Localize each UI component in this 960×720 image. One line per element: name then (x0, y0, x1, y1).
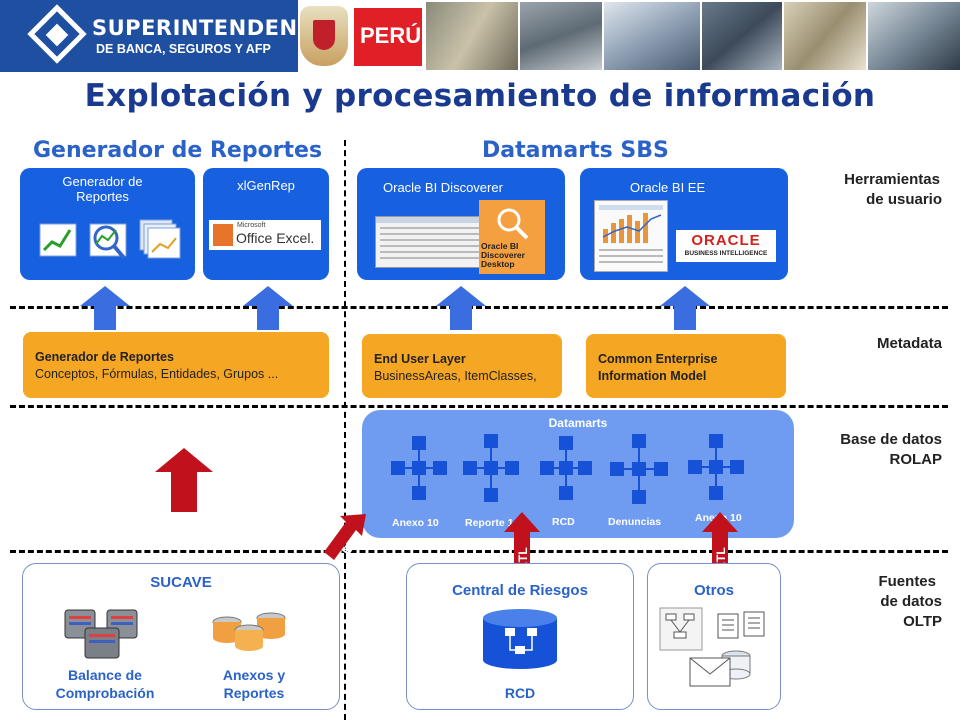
etl-arrow-diagonal-icon: ETL (324, 514, 366, 560)
layer-label-tools: Herramientas de usuario (780, 170, 942, 210)
metadata-cem-title: Common Enterprise (598, 352, 718, 366)
layer-rolap-line2: ROLAP (889, 451, 943, 468)
banner-photo-documents (784, 2, 866, 70)
tool-box-generador[interactable]: Generador de Reportes (20, 168, 195, 280)
tool-box-discoverer[interactable]: Oracle BI Discoverer Oracle BI Discovere… (357, 168, 565, 280)
separator-metadata-rolap (10, 405, 948, 408)
source-label-anexos: Anexos y Reportes (195, 666, 313, 702)
database-cylinders-icon (212, 612, 286, 651)
tool-box-xlgenrep[interactable]: xlGenRep Microsoft Office Excel. (203, 168, 329, 280)
source-anexos-line1: Anexos y (222, 667, 286, 683)
dashboard-chart-icon (599, 205, 663, 263)
layer-oltp-line2: de datos (880, 593, 942, 610)
office-logo-text: Office Excel. (236, 230, 315, 246)
office-excel-logo: Microsoft Office Excel. (209, 220, 321, 250)
up-arrow-discoverer-icon (436, 286, 486, 330)
metadata-eul-title: End User Layer (374, 352, 466, 366)
layer-oltp-line3: OLTP (903, 613, 942, 630)
page-title: Explotación y procesamiento de informaci… (84, 78, 876, 114)
metadata-eul-detail: BusinessAreas, ItemClasses, (374, 369, 537, 383)
up-arrow-xlgenrep-icon (243, 286, 293, 330)
datamarts-title: Datamarts (548, 416, 608, 430)
source-balance-line1: Balance de (68, 667, 142, 683)
source-box-otros[interactable]: Otros (647, 563, 781, 710)
oracle-bi-logo: ORACLE BUSINESS INTELLIGENCE (676, 230, 776, 262)
banner-photo-cards (426, 2, 518, 70)
coat-of-arms-shield-icon (313, 20, 335, 50)
source-label-rcd: RCD (504, 685, 536, 701)
separator-tools-metadata (10, 306, 948, 309)
peru-badge-text: PERÚ (360, 23, 422, 48)
section-heading-generador: Generador de Reportes (33, 138, 323, 163)
section-heading-datamarts: Datamarts SBS (482, 138, 669, 163)
metadata-generador-detail: Conceptos, Fórmulas, Entidades, Grupos .… (35, 367, 279, 381)
source-title-sucave: SUCAVE (150, 574, 212, 591)
layer-rolap-line1: Base de datos (840, 431, 942, 448)
layer-tools-line1: Herramientas (844, 171, 940, 188)
office-logo-icon (213, 224, 233, 246)
metadata-cem-title2: Information Model (598, 369, 707, 383)
layer-metadata-line1: Metadata (876, 335, 942, 352)
oracle-logo-text: ORACLE (691, 232, 761, 249)
banner-photo-building (520, 2, 602, 70)
banner-photo-card-terminal (868, 2, 960, 70)
metadata-box-cem[interactable]: Common Enterprise Information Model (586, 334, 786, 398)
magnifier-icon (497, 208, 529, 240)
discoverer-product-image: Oracle BI Discoverer Desktop (479, 200, 545, 274)
oracle-logo-subtext: BUSINESS INTELLIGENCE (684, 250, 768, 257)
datamart-label-reporte14: Reporte 14 (465, 517, 520, 529)
source-box-sucave[interactable]: SUCAVE Balance de Comprobación Anexos y … (22, 563, 340, 710)
report-chart-icons (39, 219, 181, 260)
banner-photo-people (702, 2, 782, 70)
datamart-label-denuncias: Denuncias (608, 516, 662, 528)
layer-oltp-line1: Fuentes (878, 573, 936, 590)
obiee-dashboard-screenshot (594, 200, 668, 272)
source-title-central: Central de Riesgos (452, 582, 588, 599)
layer-label-rolap: Base de datos ROLAP (780, 430, 942, 470)
separator-rolap-oltp (10, 550, 948, 553)
tool-label-obiee: Oracle BI EE (630, 180, 706, 195)
layer-label-metadata: Metadata (780, 334, 942, 354)
peru-badge: PERÚ (354, 8, 422, 66)
datamart-star-schemas (391, 434, 744, 504)
source-label-balance: Balance de Comprobación (37, 666, 173, 702)
source-balance-line2: Comprobación (55, 685, 155, 701)
central-database-icon (483, 609, 557, 669)
tool-label-generador: Generador de Reportes (62, 174, 143, 204)
banner-photo-keyboard (604, 2, 700, 70)
layer-label-oltp: Fuentes de datos OLTP (780, 572, 942, 632)
discoverer-screenshot (375, 216, 485, 268)
logo-name: SUPERINTENDENCIA (92, 16, 339, 40)
source-anexos-line2: Reportes (223, 685, 285, 701)
source-title-otros: Otros (693, 582, 734, 599)
metadata-box-generador[interactable]: Generador de Reportes Conceptos, Fórmula… (23, 332, 329, 398)
tool-label-discoverer: Oracle BI Discoverer (383, 180, 503, 195)
logo-subtitle: DE BANCA, SEGUROS Y AFP (96, 42, 271, 56)
vertical-divider (344, 140, 346, 720)
datamart-label-rcd: RCD (552, 516, 575, 528)
office-logo-small: Microsoft (237, 222, 266, 229)
other-sources-icons (659, 607, 765, 687)
database-stack-icon (64, 609, 138, 659)
discoverer-product-text: Oracle BI Discoverer Desktop (481, 241, 525, 269)
up-arrow-obiee-icon (660, 286, 710, 330)
datamart-label-anexo10: Anexo 10 (392, 517, 439, 529)
up-arrow-generador-icon (80, 286, 130, 330)
metadata-box-eul[interactable]: End User Layer BusinessAreas, ItemClasse… (362, 334, 562, 398)
source-box-central[interactable]: Central de Riesgos RCD (406, 563, 634, 710)
tool-label-xlgenrep: xlGenRep (237, 178, 295, 193)
up-arrow-red-icon (155, 448, 213, 512)
tool-box-obiee[interactable]: Oracle BI EE ORACLE BUSINESS INTELLIGENC… (580, 168, 788, 280)
layer-tools-line2: de usuario (866, 191, 942, 208)
metadata-generador-title: Generador de Reportes (35, 350, 174, 364)
